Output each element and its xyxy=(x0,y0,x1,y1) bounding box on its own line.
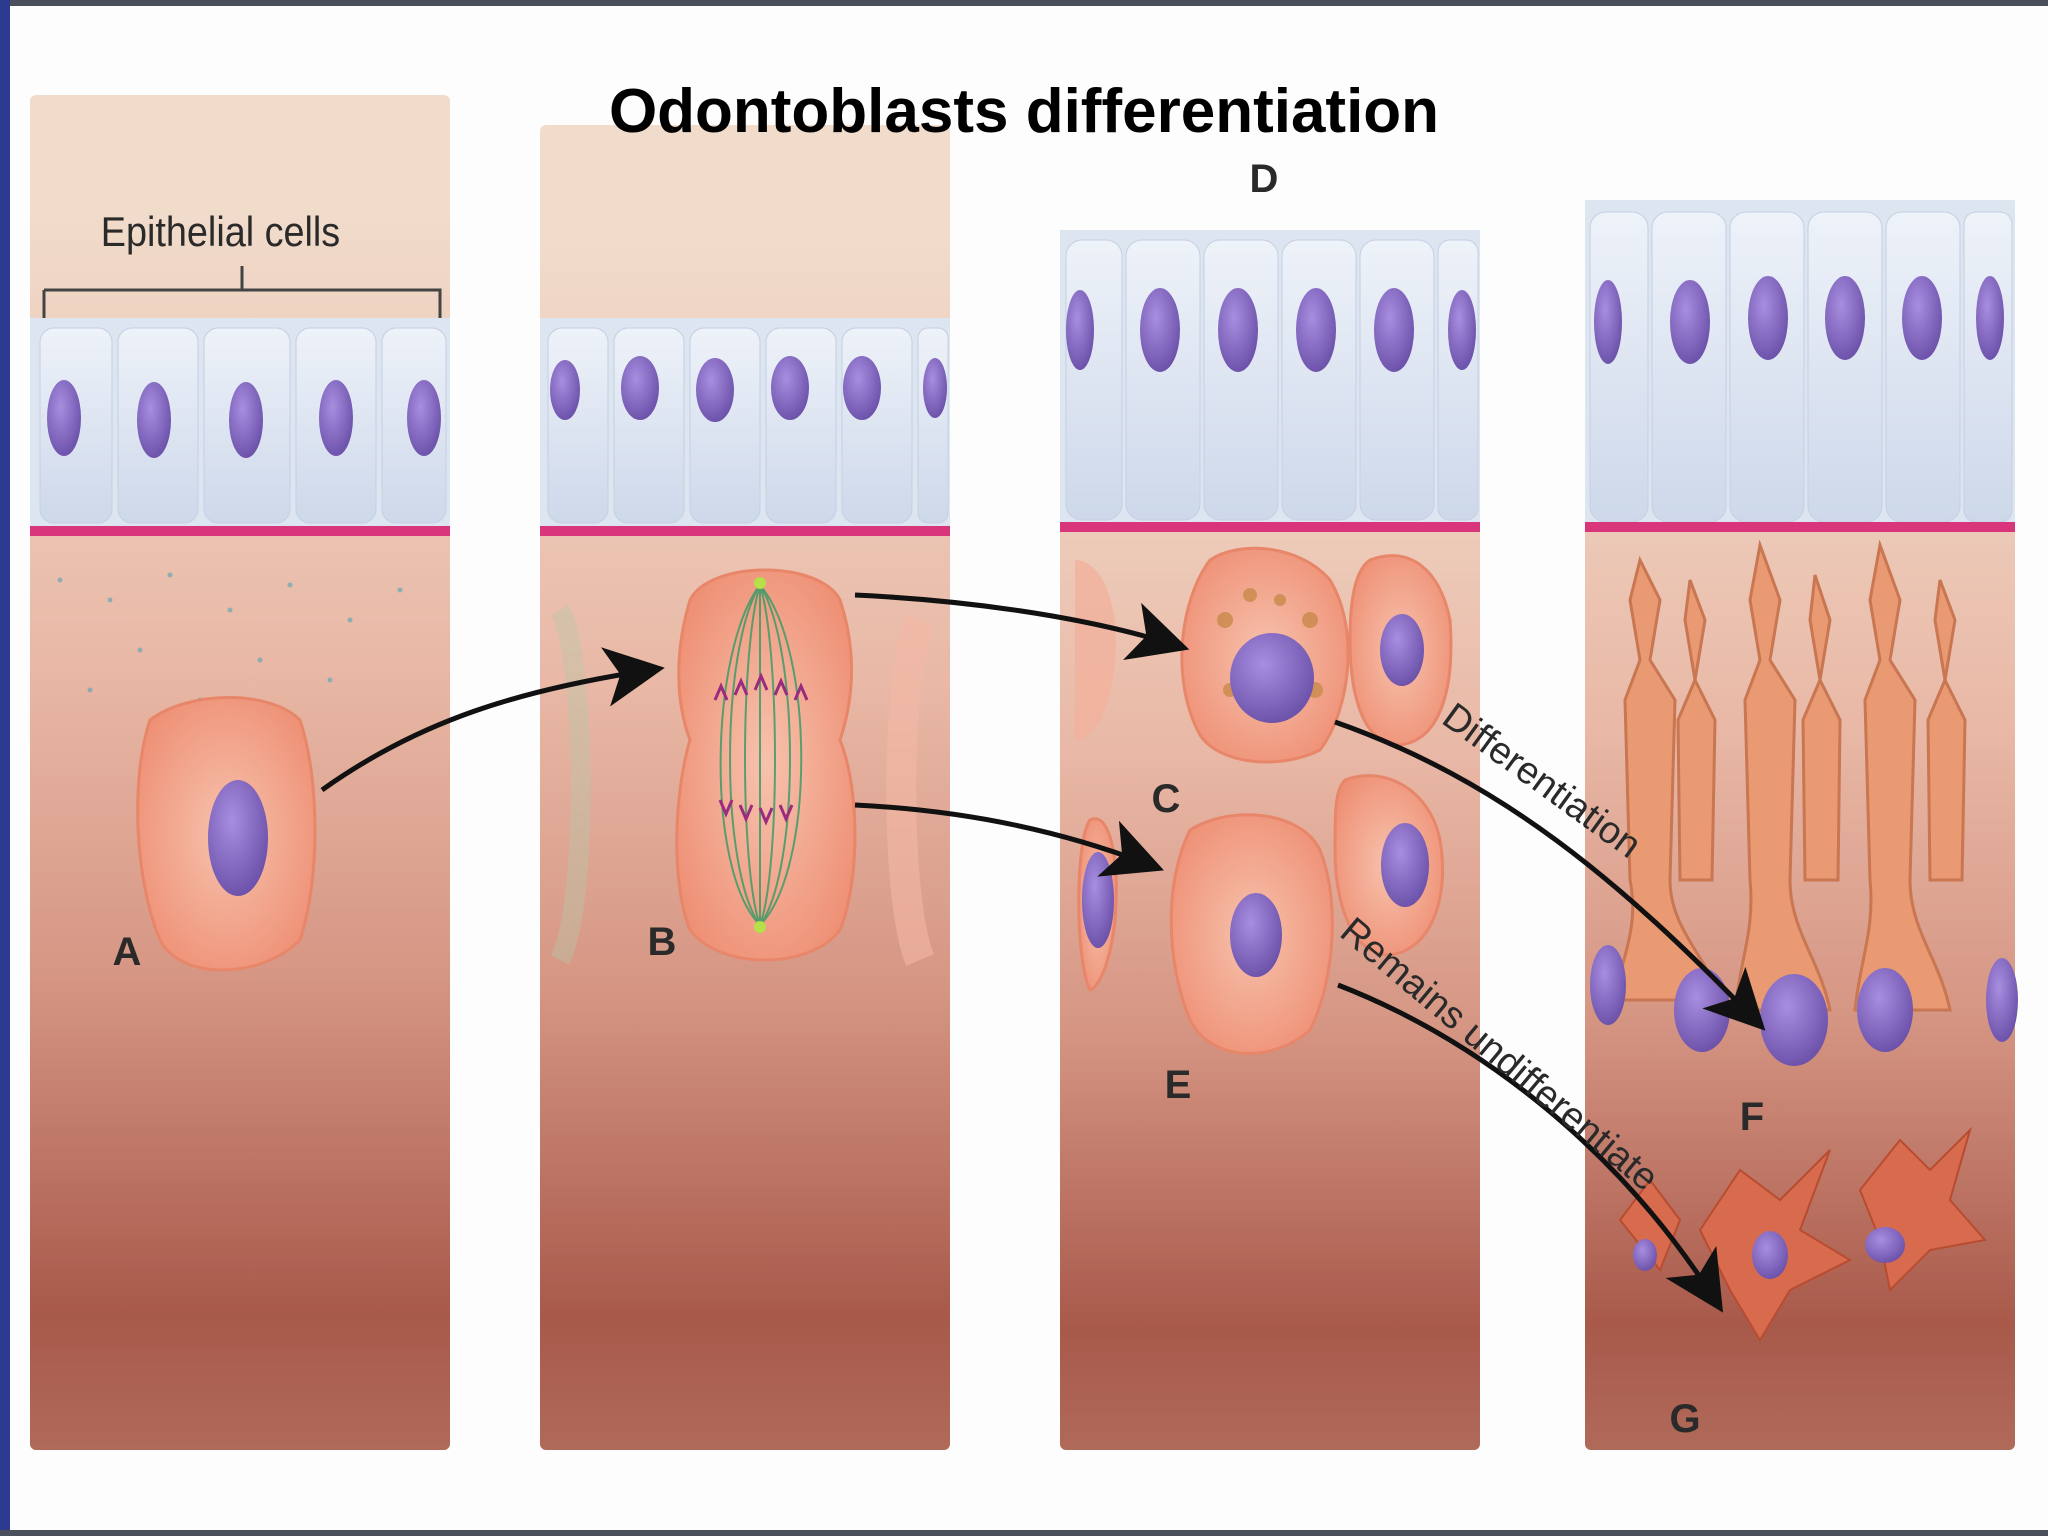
label-g: G xyxy=(1669,1397,1700,1441)
arrow-remains-undifferentiated xyxy=(1337,982,1724,1313)
label-epithelial-cells: Epithelial cells xyxy=(101,209,340,255)
nucleus-e xyxy=(1230,893,1282,977)
panel-d xyxy=(1585,200,2018,1450)
arrows xyxy=(320,592,1766,1313)
label-e: E xyxy=(1165,1063,1192,1107)
label-f: F xyxy=(1740,1095,1764,1139)
slide-frame-left xyxy=(0,0,10,1536)
panel-c xyxy=(1060,230,1480,1450)
nucleus-g xyxy=(1752,1231,1788,1279)
epithelial-cells-row-a xyxy=(39,327,447,524)
nucleus-a xyxy=(208,780,268,896)
nucleus-c xyxy=(1230,633,1314,723)
label-a: A xyxy=(113,930,142,974)
arrow-differentiation xyxy=(1334,719,1766,1031)
label-d: D xyxy=(1250,157,1279,201)
label-c: C xyxy=(1152,777,1181,821)
slide-frame-bottom xyxy=(0,1530,2048,1536)
basement-membrane-a xyxy=(30,526,450,536)
slide-frame-top xyxy=(0,0,2048,6)
arrow-a-to-b xyxy=(320,647,665,793)
panel-b xyxy=(540,125,950,1450)
nucleus-f xyxy=(1760,974,1828,1066)
slide-title: Odontoblasts differentiation xyxy=(608,77,1440,146)
epithelial-bracket xyxy=(42,266,442,318)
arrow-b-to-e xyxy=(854,802,1164,877)
dividing-cell-b xyxy=(675,568,857,962)
label-b: B xyxy=(648,920,677,964)
odontoblast-row xyxy=(1613,539,1967,1012)
arrow-b-to-c xyxy=(854,592,1190,661)
panel-a xyxy=(30,95,450,1450)
